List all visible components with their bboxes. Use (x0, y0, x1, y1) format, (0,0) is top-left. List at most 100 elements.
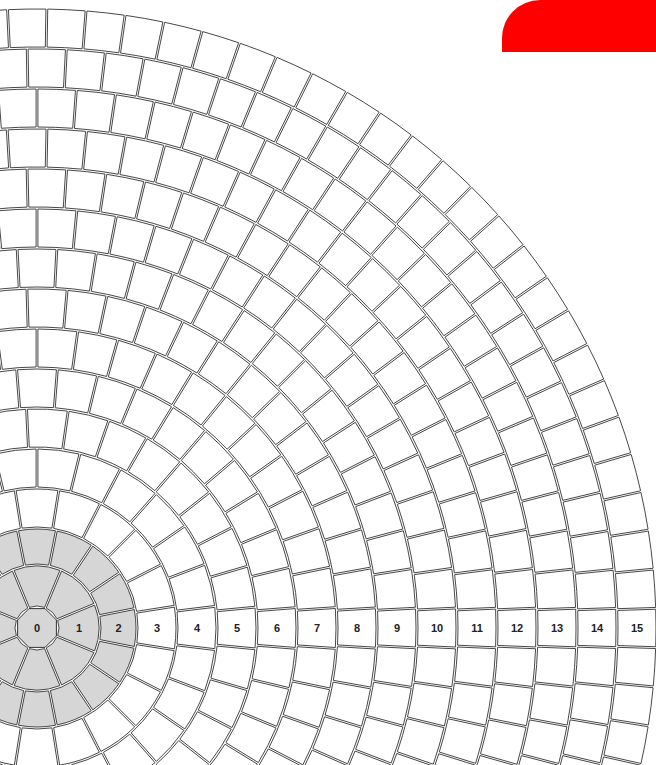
paver-rings (0, 9, 656, 765)
paver-stone (325, 530, 370, 574)
paver-stone (511, 756, 558, 765)
paver-stone (8, 9, 45, 48)
paver-stone (0, 718, 20, 765)
paver-stone (439, 493, 485, 538)
paver-stone (530, 531, 573, 572)
ring-number: 15 (631, 623, 643, 634)
paver-stone (374, 570, 415, 610)
paver-stone (0, 753, 2, 765)
paver-stone (100, 610, 136, 647)
ring-number: 12 (511, 623, 523, 634)
paver-stone (0, 664, 1, 710)
ring-number: 5 (234, 623, 240, 634)
ring-number: 0 (34, 623, 40, 634)
paver-stone (0, 10, 8, 51)
paver-stone (38, 89, 76, 128)
paver-stone (47, 129, 86, 169)
ring-number: 10 (431, 623, 443, 634)
paver-stone (18, 369, 57, 408)
paver-stone (0, 682, 24, 725)
paver-stone (283, 529, 329, 574)
paver-stone (27, 409, 67, 449)
paver-stone (481, 492, 526, 536)
paver-stone (414, 569, 455, 609)
paver-stone (0, 370, 19, 413)
ring-number: 2 (115, 623, 121, 634)
paver-stone (575, 647, 615, 686)
paver-stone (611, 531, 653, 572)
paver-stone (570, 532, 612, 573)
paver-stone (252, 568, 295, 609)
paver-stone (427, 754, 475, 765)
paver-stone (38, 449, 79, 491)
paver-stone (538, 609, 576, 647)
paver-stone (217, 608, 256, 648)
paver-stone (0, 89, 36, 128)
paver-stone (397, 492, 444, 537)
paver-stone (407, 683, 451, 726)
paver-stone (522, 720, 567, 764)
paver-stone (0, 289, 27, 330)
paver-stone (211, 567, 255, 610)
paver-stone (120, 137, 164, 182)
paver-stone (0, 49, 27, 89)
paver-stone (103, 734, 155, 765)
paver-stone (169, 565, 214, 610)
paver-stone (8, 129, 46, 168)
paver-stone (498, 609, 536, 647)
ring-number: 4 (194, 623, 200, 634)
paver-stone (19, 691, 56, 727)
paver-stone (611, 684, 653, 725)
ring-number: 14 (591, 623, 603, 634)
paver-stone (72, 753, 120, 765)
paver-stone (458, 609, 496, 647)
paver-stone (0, 409, 27, 452)
paver-stone (252, 646, 295, 687)
paver-stone (578, 609, 616, 646)
paver-stone (367, 531, 412, 574)
paver-stone (553, 756, 599, 765)
paver-stone (177, 607, 216, 648)
paver-stone (0, 449, 36, 491)
paver-stone (448, 531, 492, 573)
paver-stone (0, 209, 36, 249)
paver-stone (384, 753, 433, 765)
ring-number: 13 (551, 623, 563, 634)
paver-stone (65, 290, 106, 333)
paver-stone (138, 59, 181, 104)
paver-stone (102, 53, 143, 96)
paver-stone (47, 9, 85, 49)
paver-stone (615, 570, 655, 609)
ring-number: 8 (354, 623, 360, 634)
ring-number: 7 (314, 623, 320, 634)
paver-stone (18, 249, 56, 287)
paver-stone (414, 647, 455, 687)
paver-stone (206, 744, 258, 765)
paver-stone (74, 211, 115, 254)
paver-stone (563, 720, 607, 763)
paver-stone (595, 454, 641, 499)
paver-stone (121, 15, 163, 59)
ring-number: 3 (154, 623, 160, 634)
centre-stone (18, 609, 57, 648)
paver-stone (333, 647, 375, 687)
paver-stone (535, 647, 576, 686)
paver-stone (19, 529, 56, 565)
paver-stone (101, 174, 144, 218)
paver-stone (563, 493, 607, 536)
paver-stone (0, 637, 28, 685)
paver-stone (489, 684, 532, 726)
paver-stone (111, 95, 153, 139)
paver-stone (28, 169, 66, 208)
paver-stone (455, 647, 496, 686)
paver-stone (74, 91, 114, 133)
paver-stone (378, 609, 416, 647)
paver-stone (469, 756, 516, 765)
paver-stone (553, 456, 599, 501)
paver-stone (84, 132, 125, 175)
ring-number: 11 (471, 623, 483, 634)
paver-stone (38, 329, 77, 369)
paver-stone (0, 169, 27, 209)
